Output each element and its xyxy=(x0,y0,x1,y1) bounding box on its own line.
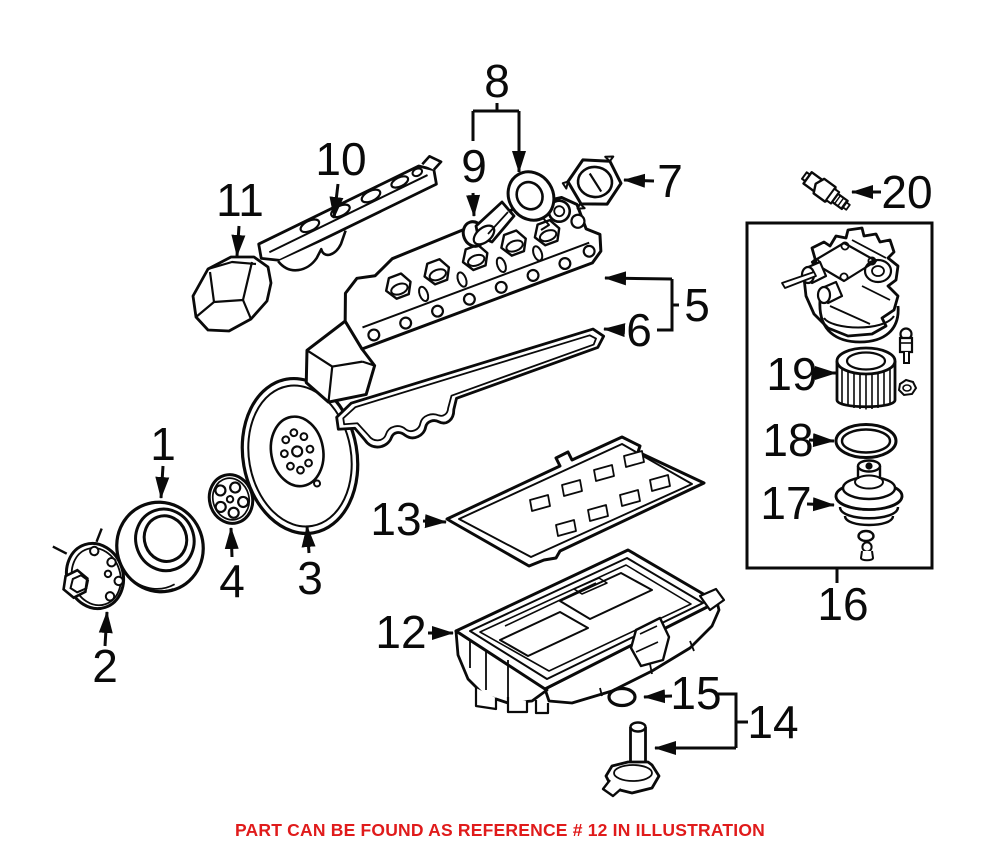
callout-arrow-1 xyxy=(155,465,170,499)
callout-label-6: 6 xyxy=(626,304,652,356)
part-12-oil-pan-drawing xyxy=(454,548,726,715)
part-16-filter-housing-drawing xyxy=(781,226,900,344)
housing-fitting-and-nut-drawing xyxy=(897,327,918,397)
part-13-gasket-drawing xyxy=(445,435,706,568)
callout-label-7: 7 xyxy=(657,155,683,207)
reference-note: PART CAN BE FOUND AS REFERENCE # 12 IN I… xyxy=(234,820,766,840)
part-5-valve-cover-drawing xyxy=(304,196,603,404)
callout-label-2: 2 xyxy=(92,640,118,692)
callout-label-3: 3 xyxy=(297,552,323,604)
callout-arrow-3 xyxy=(301,525,316,554)
callout-arrow-9 xyxy=(466,192,481,217)
part-20-sensor-drawing xyxy=(800,171,851,211)
callout-label-18: 18 xyxy=(762,414,813,466)
part-6-gasket-drawing xyxy=(335,327,606,449)
assembly-16-box xyxy=(745,221,934,570)
callout-label-11: 11 xyxy=(216,174,264,226)
part-14-pickup-drawing xyxy=(601,721,661,798)
callout-label-14: 14 xyxy=(747,696,798,748)
callout-arrow-18 xyxy=(808,433,835,448)
part-17-filter-cap-drawing xyxy=(834,459,904,562)
callout-bracket-14 xyxy=(718,692,748,748)
callout-label-9: 9 xyxy=(461,140,487,192)
part-1-pulley-drawing xyxy=(115,500,205,594)
callout-arrow-11 xyxy=(231,225,246,257)
callout-arrow-2 xyxy=(98,611,113,647)
callout-arrow-4 xyxy=(224,527,239,558)
callout-arrow-13 xyxy=(422,514,447,529)
part-10-cover-drawing xyxy=(257,155,443,272)
part-7-oil-cap-drawing xyxy=(561,155,623,210)
callout-arrow-15 xyxy=(643,689,673,704)
part-18-oring-drawing xyxy=(834,423,898,459)
part-2-hub-drawing xyxy=(52,528,126,611)
callout-label-17: 17 xyxy=(760,477,811,529)
callout-label-12: 12 xyxy=(375,606,426,658)
callout-label-20: 20 xyxy=(881,166,932,218)
callout-arrow-7 xyxy=(623,173,655,188)
part-15-oring-drawing xyxy=(607,686,637,708)
part-11-cover-drawing xyxy=(191,255,273,333)
callout-label-19: 19 xyxy=(766,348,817,400)
callout-arrow-6 xyxy=(603,323,626,338)
callout-label-10: 10 xyxy=(315,133,366,185)
part-4-spacer-drawing xyxy=(207,473,255,525)
callout-label-13: 13 xyxy=(370,493,421,545)
callout-label-1: 1 xyxy=(150,418,176,470)
callout-bracket-8 xyxy=(471,103,519,141)
part-19-filter-element-drawing xyxy=(835,346,897,410)
callout-label-8: 8 xyxy=(484,55,510,107)
callout-bracket-5-6 xyxy=(657,279,679,332)
callout-label-16: 16 xyxy=(817,578,868,630)
callout-label-15: 15 xyxy=(670,667,721,719)
part-3-flywheel-drawing xyxy=(240,376,360,536)
callout-label-5: 5 xyxy=(684,279,710,331)
callout-label-4: 4 xyxy=(219,555,245,607)
callout-arrow-5 xyxy=(604,271,673,286)
callout-arrow-10 xyxy=(329,183,344,219)
callout-arrow-17 xyxy=(806,497,835,512)
part-8-filler-neck-drawing xyxy=(472,170,556,246)
callout-leaders xyxy=(98,103,881,755)
